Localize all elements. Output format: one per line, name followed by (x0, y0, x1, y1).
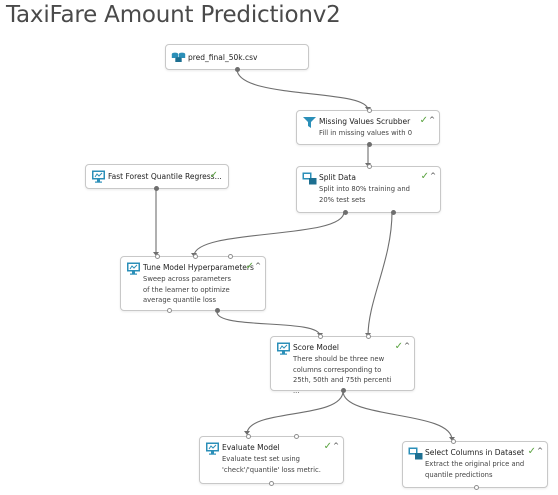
module-missing-values-scrubber[interactable]: Missing Values Scrubber Fill in missing … (296, 108, 440, 147)
input-port-tune-left[interactable] (155, 254, 160, 259)
module-name-tune: Tune Model Hyperparameters (143, 263, 254, 272)
status-check-icon: ✓ (245, 261, 254, 272)
experiment-title: TaxiFare Amount Predictionv2 (6, 2, 341, 28)
connector-score-to-select (342, 390, 453, 441)
collapse-chevron-icon[interactable]: ^ (333, 442, 339, 450)
module-evaluate-model[interactable]: Evaluate Model Evaluate test set using '… (199, 434, 344, 486)
status-check-icon: ✓ (394, 341, 403, 352)
output-port-split-left[interactable] (343, 210, 348, 215)
arrowhead-evaluate (244, 431, 250, 435)
split-icon (302, 172, 317, 185)
model-icon (92, 170, 105, 183)
output-port-evaluate[interactable] (269, 481, 274, 486)
module-name-dataset: pred_final_50k.csv (188, 53, 258, 62)
collapse-chevron-icon[interactable]: ^ (429, 116, 435, 124)
module-name-fastforest: Fast Forest Quantile Regress... (108, 172, 222, 181)
select-columns-icon (408, 447, 423, 460)
connector-dataset-to-scrubber (236, 68, 369, 111)
input-port-select[interactable] (451, 439, 456, 444)
input-port-tune-middle[interactable] (193, 254, 198, 259)
connector-split-to-tune (193, 211, 345, 257)
module-name-scrubber: Missing Values Scrubber (319, 117, 411, 126)
module-score-model[interactable]: Score Model There should be three new co… (270, 334, 415, 395)
module-desc-score: There should be three new columns corres… (293, 355, 392, 395)
module-name-select: Select Columns in Dataset (425, 448, 525, 457)
dataset-icon (171, 52, 186, 62)
connector-score-to-evaluate (246, 390, 344, 435)
input-port-evaluate-left[interactable] (246, 434, 251, 439)
output-port-dataset[interactable] (235, 67, 240, 72)
module-fast-forest[interactable]: Fast Forest Quantile Regress... ✓ (85, 164, 229, 191)
input-port-score-right[interactable] (366, 334, 371, 339)
collapse-chevron-icon[interactable]: ^ (430, 172, 436, 180)
output-port-score[interactable] (341, 388, 346, 393)
module-desc-scrubber: Fill in missing values with 0 (319, 129, 413, 137)
status-check-icon: ✓ (323, 441, 332, 452)
module-select-columns[interactable]: Select Columns in Dataset Extract the or… (402, 439, 548, 490)
module-name-evaluate: Evaluate Model (222, 443, 280, 452)
connector-split-to-score (367, 211, 393, 337)
input-port-split[interactable] (367, 164, 372, 169)
collapse-chevron-icon[interactable]: ^ (537, 447, 543, 455)
filter-icon (303, 117, 316, 128)
output-port-fastforest[interactable] (154, 186, 159, 191)
module-dataset[interactable]: pred_final_50k.csv (165, 44, 309, 72)
module-name-split: Split Data (319, 173, 356, 182)
input-port-tune-right[interactable] (228, 254, 233, 259)
connector-tune-to-score (216, 311, 321, 337)
output-port-select[interactable] (474, 485, 479, 490)
module-desc-evaluate: Evaluate test set using 'check'/'quantil… (222, 455, 321, 474)
tune-icon (127, 262, 140, 275)
collapse-chevron-icon[interactable]: ^ (404, 342, 410, 350)
output-port-tune-right[interactable] (215, 308, 220, 313)
input-port-scrubber[interactable] (367, 108, 372, 113)
input-port-score-left[interactable] (318, 334, 323, 339)
module-tune-model[interactable]: Tune Model Hyperparameters Sweep across … (120, 254, 266, 313)
module-desc-split: Split into 80% training and 20% test set… (319, 185, 410, 204)
module-desc-select: Extract the original price and quantile … (425, 460, 525, 479)
module-split-data[interactable]: Split Data Split into 80% training and 2… (296, 164, 441, 215)
output-port-scrubber[interactable] (367, 142, 372, 147)
status-check-icon: ✓ (209, 170, 218, 181)
score-icon (277, 342, 290, 355)
status-check-icon: ✓ (420, 171, 429, 182)
evaluate-icon (206, 442, 219, 455)
input-port-evaluate-right[interactable] (294, 434, 299, 439)
module-name-score: Score Model (293, 343, 339, 352)
collapse-chevron-icon[interactable]: ^ (255, 262, 261, 270)
output-port-split-right[interactable] (391, 210, 396, 215)
module-desc-tune: Sweep across parameters of the learner t… (143, 275, 232, 304)
status-check-icon: ✓ (527, 446, 536, 457)
status-check-icon: ✓ (419, 115, 428, 126)
output-port-tune-left[interactable] (167, 308, 172, 313)
